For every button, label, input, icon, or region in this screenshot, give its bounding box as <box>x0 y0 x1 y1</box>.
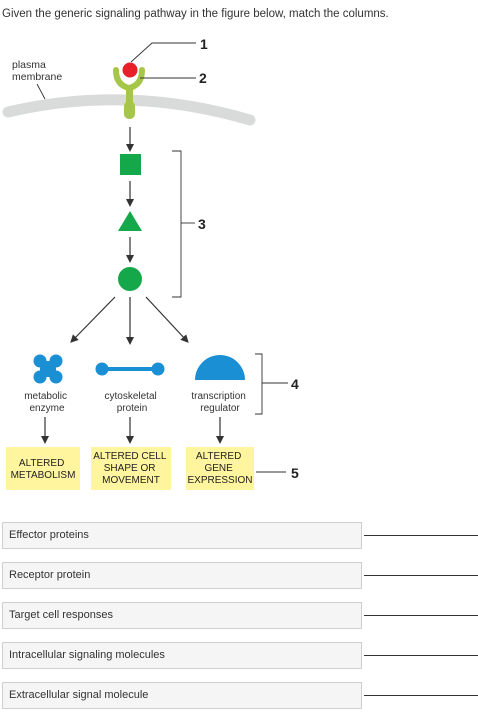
effector-label-metabolic-line1: metabolic <box>24 391 67 402</box>
response-text-gene: ALTERED GENE EXPRESSION <box>187 451 252 486</box>
metabolic-enzyme-shape <box>33 354 63 384</box>
match-answer-line-2[interactable] <box>364 575 478 576</box>
response-text-shape-line1: ALTERED CELL <box>93 451 167 462</box>
cytoskeletal-protein-shape <box>95 362 165 376</box>
effector-label-metabolic-line2: enzyme <box>29 403 64 414</box>
match-item-effector-proteins[interactable]: Effector proteins <box>2 522 362 549</box>
effector-label-cytoskeletal-line1: cytoskeletal <box>104 391 156 402</box>
callout-5: 5 <box>291 465 299 481</box>
response-text-gene-line3: EXPRESSION <box>187 475 252 486</box>
callout-1-line <box>130 42 196 63</box>
membrane-label: plasma membrane <box>12 59 62 83</box>
match-answer-line-1[interactable] <box>364 535 478 536</box>
membrane-label-line2: membrane <box>12 71 62 83</box>
response-box-metabolism <box>6 447 80 490</box>
response-text-shape: ALTERED CELL SHAPE OR MOVEMENT <box>93 451 169 486</box>
effector-label-transcription: transcription regulator <box>191 391 248 414</box>
response-box-shape <box>91 447 171 490</box>
membrane-pointer-line <box>36 83 46 100</box>
response-text-metabolism-line2: METABOLISM <box>11 470 76 481</box>
match-item-extracellular-signal-molecule[interactable]: Extracellular signal molecule <box>2 682 362 709</box>
response-text-shape-line2: SHAPE OR <box>104 463 156 474</box>
effector-label-transcription-line2: regulator <box>200 403 240 414</box>
intracellular-triangle <box>118 211 142 231</box>
signaling-pathway-figure: plasma membrane 1 2 3 metabolic <box>2 36 299 490</box>
response-text-metabolism-line1: ALTERED <box>19 458 64 469</box>
match-answer-line-5[interactable] <box>364 695 478 696</box>
membrane-label-line1: plasma <box>12 59 46 71</box>
arrow-to-metabolic-enzyme <box>70 296 116 343</box>
match-item-target-cell-responses[interactable]: Target cell responses <box>2 602 362 629</box>
response-text-gene-line1: ALTERED <box>196 451 241 462</box>
effector-label-transcription-line1: transcription <box>191 391 245 402</box>
response-text-gene-line2: GENE <box>204 463 233 474</box>
transcription-regulator-shape <box>195 355 245 380</box>
question-text: Given the generic signaling pathway in t… <box>2 8 389 20</box>
callout-3: 3 <box>198 216 206 232</box>
effector-label-metabolic: metabolic enzyme <box>24 391 70 414</box>
arrow-to-transcription-regulator <box>145 296 189 343</box>
callout-4: 4 <box>291 376 299 392</box>
match-answer-line-3[interactable] <box>364 615 478 616</box>
response-text-metabolism: ALTERED METABOLISM <box>11 458 76 481</box>
intracellular-square <box>120 154 141 175</box>
callout-2: 2 <box>199 70 207 86</box>
match-answer-line-4[interactable] <box>364 655 478 656</box>
response-text-shape-line3: MOVEMENT <box>102 475 160 486</box>
match-item-intracellular-signaling-molecules[interactable]: Intracellular signaling molecules <box>2 642 362 669</box>
extracellular-signal-molecule <box>122 62 138 78</box>
intracellular-circle <box>118 267 142 291</box>
bracket-3 <box>172 150 182 298</box>
effector-label-cytoskeletal-line2: protein <box>117 403 148 414</box>
response-box-gene <box>186 447 254 490</box>
effector-label-cytoskeletal: cytoskeletal protein <box>104 391 159 414</box>
callout-1: 1 <box>200 36 208 52</box>
match-item-receptor-protein[interactable]: Receptor protein <box>2 562 362 589</box>
bracket-4 <box>255 353 263 415</box>
